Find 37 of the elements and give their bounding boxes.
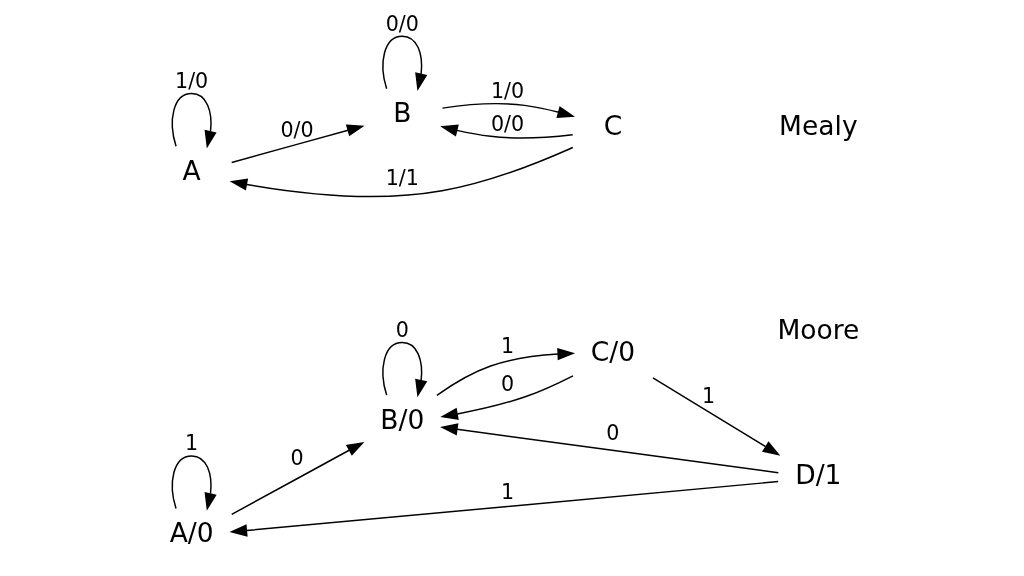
edge-label: 0	[501, 372, 515, 397]
edge-label: 0	[290, 446, 304, 471]
node-text: D/1	[795, 459, 842, 491]
arrow	[436, 347, 576, 397]
edge-label: 0	[395, 317, 409, 342]
label: Mealy	[779, 110, 858, 142]
edge-label: 0/0	[491, 111, 525, 136]
arrow	[230, 124, 365, 164]
arrow	[382, 341, 428, 398]
edge-label: 0	[606, 421, 620, 445]
edge-label: 1	[185, 431, 199, 456]
edge-label: 0/0	[280, 117, 314, 142]
edge-label: 1/0	[175, 68, 209, 93]
edge-label: 1/1	[385, 166, 419, 191]
node-text: A	[182, 154, 201, 186]
edge-label: 1	[501, 479, 515, 504]
arrow	[440, 375, 574, 420]
arrow	[382, 35, 428, 91]
arrow	[171, 455, 217, 511]
label: Moore	[777, 313, 860, 345]
edge-label: 1/0	[491, 79, 525, 104]
edge-label: 0/0	[385, 11, 419, 36]
edge-label: 1	[702, 384, 716, 409]
node-text: C	[603, 110, 623, 142]
arrow	[440, 423, 780, 474]
arrow	[229, 480, 779, 537]
arrow	[440, 124, 574, 139]
arrow	[229, 146, 574, 198]
edge-label: 1	[501, 334, 515, 359]
node-text: B	[393, 97, 412, 129]
node-text: C/0	[590, 335, 636, 367]
arrow	[652, 377, 781, 456]
arrow	[441, 102, 576, 119]
node-text: A/0	[169, 516, 214, 548]
arrow	[230, 441, 365, 516]
node-text: B/0	[380, 403, 425, 435]
arrow	[171, 92, 217, 149]
